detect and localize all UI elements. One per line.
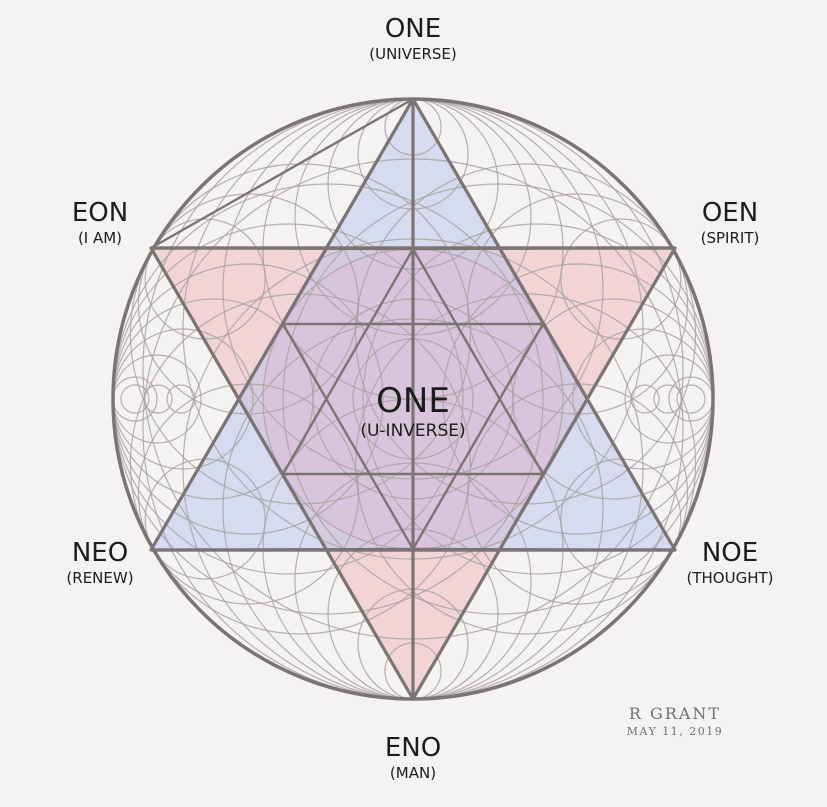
label-lower-right-meaning: (THOUGHT)	[686, 569, 774, 587]
inner-upward-triangle	[281, 247, 545, 476]
star-connector-line	[149, 323, 285, 551]
label-center-meaning: (U-INVERSE)	[360, 421, 466, 441]
label-lower-left-word: NEO	[71, 538, 129, 568]
inner-downward-triangle	[281, 322, 545, 551]
star-connector-line	[149, 247, 285, 475]
label-upper-right: OEN (SPIRIT)	[680, 198, 780, 248]
small-end-circle	[166, 384, 196, 414]
small-end-circle	[676, 384, 706, 414]
star-connector-line	[541, 247, 677, 475]
artist-signature: R GRANT MAY 11, 2019	[610, 704, 740, 740]
star-connector-line	[411, 98, 545, 325]
star-connector-line	[281, 98, 415, 325]
label-upper-left-meaning: (I AM)	[77, 229, 123, 247]
small-end-circle	[630, 384, 660, 414]
star-connector-line	[541, 323, 677, 551]
signature-name: R GRANT	[628, 704, 722, 723]
label-upper-right-meaning: (SPIRIT)	[700, 229, 760, 247]
cross-web-line	[150, 97, 414, 250]
label-lower-left-meaning: (RENEW)	[66, 569, 134, 587]
signature-date: MAY 11, 2019	[626, 725, 724, 738]
label-center-word: ONE	[376, 381, 450, 421]
label-top: ONE (UNIVERSE)	[343, 14, 483, 64]
label-top-meaning: (UNIVERSE)	[369, 45, 457, 63]
label-lower-right-word: NOE	[701, 538, 759, 568]
label-upper-left-word: EON	[71, 198, 129, 228]
star-connector-line	[411, 473, 545, 700]
small-end-circle	[653, 384, 683, 414]
label-lower-left: NEO (RENEW)	[40, 538, 160, 588]
label-bottom-word: ENO	[384, 733, 442, 763]
label-lower-right: NOE (THOUGHT)	[665, 538, 795, 588]
label-top-word: ONE	[384, 14, 442, 44]
star-connector-line	[281, 473, 415, 700]
label-center: ONE (U-INVERSE)	[333, 382, 493, 442]
label-bottom: ENO (MAN)	[353, 733, 473, 783]
small-end-circle	[120, 384, 150, 414]
label-upper-right-word: OEN	[701, 198, 759, 228]
label-bottom-meaning: (MAN)	[389, 764, 437, 782]
label-upper-left: EON (I AM)	[50, 198, 150, 248]
small-end-circle	[143, 384, 173, 414]
